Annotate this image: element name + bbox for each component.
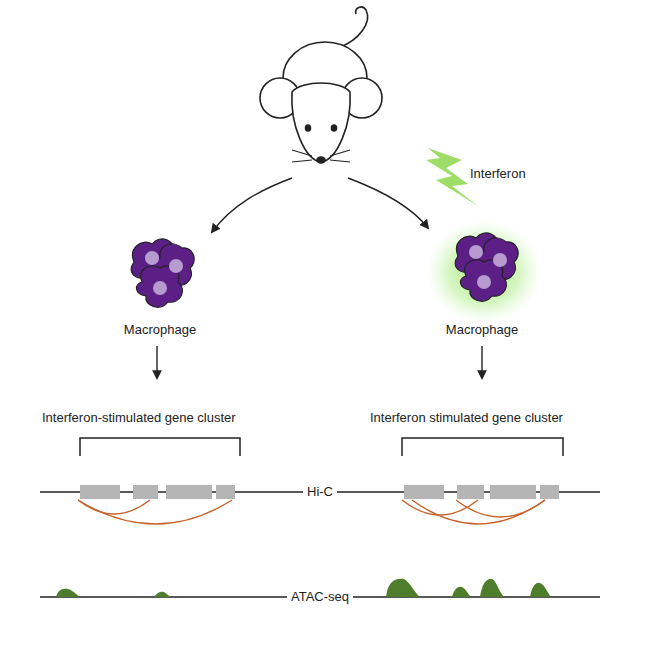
curved-arrow [348,178,428,228]
gene-track [40,485,600,524]
interferon-glow [426,220,542,324]
track-label: ATAC-seq [287,589,353,605]
macrophage-cells [131,239,194,307]
bracket-label: Interferon stimulated gene cluster [370,410,563,426]
down-arrow [156,346,157,378]
bracket-label: Interferon-stimulated gene cluster [42,410,236,426]
down-arrow [481,346,482,378]
bracket [402,438,563,456]
macrophage-cells [455,233,518,301]
mouse [260,7,382,163]
track-label: Hi-C [303,484,337,500]
cell-label: Macrophage [124,322,196,338]
stimulus-label: Interferon [470,166,526,182]
cell-label: Macrophage [446,322,518,338]
bracket [80,438,240,456]
curved-arrow [212,178,292,232]
